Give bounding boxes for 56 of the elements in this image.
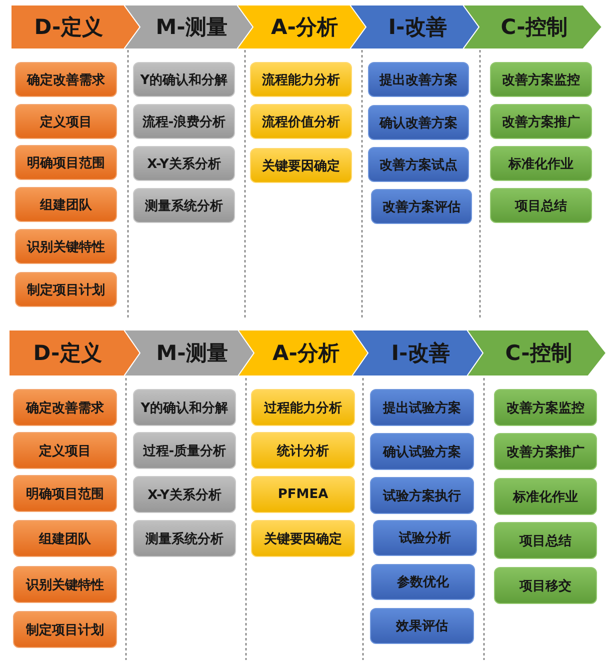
chevron-step: M-测量 (124, 330, 254, 376)
step-box: 过程-质量分析 (133, 432, 236, 469)
step-box: 统计分析 (251, 432, 355, 469)
step-box: 定义项目 (13, 432, 117, 469)
step-box: 识别关键特性 (13, 566, 117, 603)
step-box: 提出改善方案 (368, 62, 469, 97)
step-box: 关键要因确定 (250, 148, 352, 183)
chevron-step: I-改善 (350, 5, 479, 49)
step-box: 确认改善方案 (368, 105, 469, 140)
chevron-step: D-定义 (11, 5, 140, 49)
step-box: 确定改善需求 (15, 62, 117, 97)
step-box: X-Y关系分析 (133, 146, 235, 181)
step-box: 识别关键特性 (15, 229, 117, 264)
step-box: 改善方案评估 (371, 189, 472, 224)
step-box: 明确项目范围 (15, 145, 117, 180)
chevron-step: D-定义 (9, 330, 140, 376)
step-box: 测量系统分析 (133, 188, 235, 223)
step-box: 流程-浪费分析 (133, 104, 235, 139)
chevron-step: A-分析 (238, 330, 368, 376)
step-box: Y的确认和分解 (133, 62, 235, 97)
chevron-step: C-控制 (463, 5, 602, 49)
chevron-step: C-控制 (467, 330, 606, 376)
step-box: 组建团队 (15, 187, 117, 222)
step-box: 流程能力分析 (250, 62, 352, 97)
step-box: 改善方案推广 (490, 104, 592, 139)
step-box: 组建团队 (13, 520, 117, 557)
step-box: 项目总结 (494, 522, 597, 559)
step-box: 提出试验方案 (370, 389, 474, 426)
step-box: 效果评估 (370, 608, 474, 644)
step-box: 参数优化 (371, 564, 475, 600)
step-box: 确定改善需求 (13, 389, 117, 426)
chevron-step: A-分析 (237, 5, 366, 49)
step-box: PFMEA (251, 476, 355, 513)
chevron-step: I-改善 (352, 330, 483, 376)
step-box: 确认试验方案 (370, 433, 474, 470)
step-box: 项目移交 (494, 567, 597, 604)
step-box: 试验分析 (373, 520, 477, 556)
step-box: 测量系统分析 (133, 520, 236, 557)
step-box: 明确项目范围 (13, 475, 117, 512)
step-box: X-Y关系分析 (133, 476, 236, 513)
chevron-step: M-测量 (124, 5, 253, 49)
step-box: 试验方案执行 (370, 477, 474, 514)
step-box: 关键要因确定 (251, 520, 355, 557)
step-box: 流程价值分析 (250, 104, 352, 139)
step-box: 标准化作业 (490, 146, 592, 181)
step-box: 标准化作业 (494, 478, 597, 515)
step-box: 制定项目计划 (13, 611, 117, 648)
step-box: 过程能力分析 (251, 389, 355, 426)
step-box: 改善方案监控 (494, 389, 597, 426)
step-box: 改善方案推广 (494, 433, 597, 470)
step-box: Y的确认和分解 (133, 389, 236, 426)
step-box: 定义项目 (15, 104, 117, 139)
step-box: 改善方案监控 (490, 62, 592, 97)
step-box: 改善方案试点 (368, 147, 469, 182)
step-box: 项目总结 (490, 188, 592, 223)
step-box: 制定项目计划 (15, 272, 117, 307)
